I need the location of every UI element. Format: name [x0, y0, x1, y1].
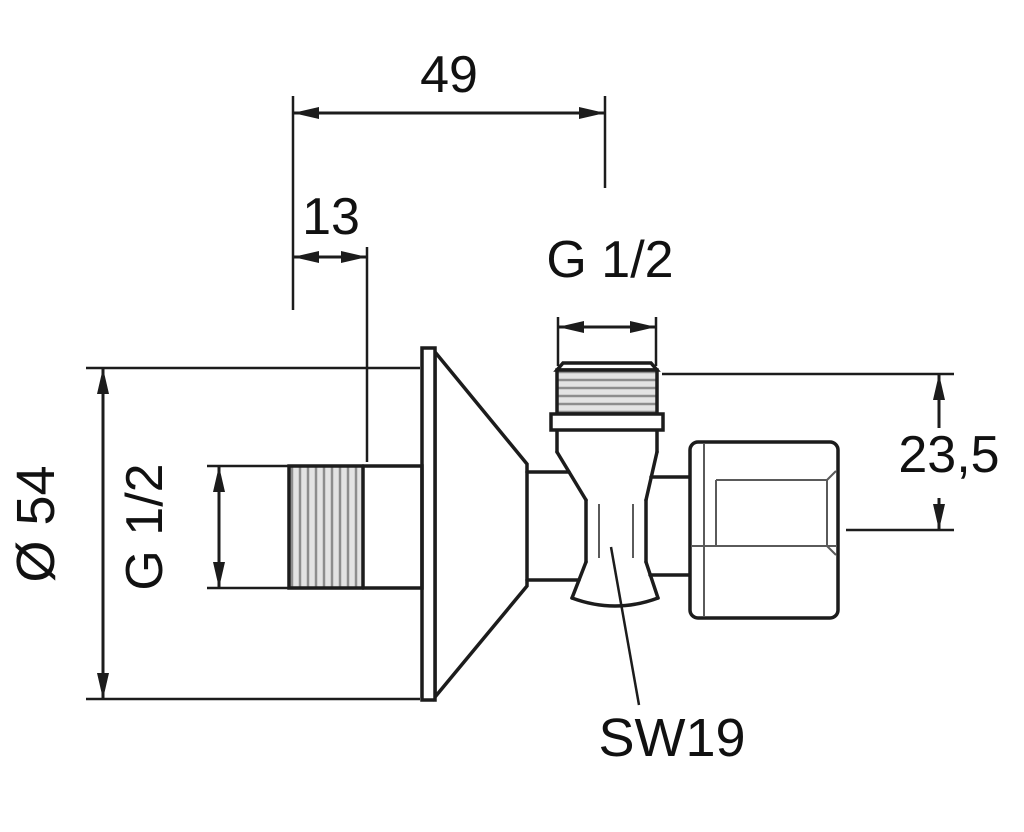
flange-plate [420, 346, 437, 702]
dim-label-top-thread: G 1/2 [546, 231, 673, 289]
handle [688, 440, 840, 620]
arrowhead [579, 107, 605, 119]
handle-outline [688, 440, 840, 620]
top-collar [549, 412, 665, 432]
dimension-13: 13 [293, 188, 369, 462]
dimension-49: 49 [291, 46, 607, 310]
arrowhead [293, 251, 319, 263]
handle-chamfer [826, 545, 837, 556]
wall-flange [420, 346, 529, 702]
dimension-inlet-thread: G 1/2 [116, 463, 288, 591]
valve-body [525, 428, 694, 610]
dim-label-13: 13 [302, 188, 360, 246]
valve-drawing [287, 346, 840, 702]
flange-cone [433, 347, 529, 702]
arrowhead [213, 562, 225, 588]
inlet-pipe-outline [287, 464, 424, 590]
body-fill [557, 430, 658, 610]
arrowhead [97, 673, 109, 699]
arrowhead [293, 107, 319, 119]
dim-label-flange-diameter: Ø 54 [6, 465, 66, 582]
inlet-pipe [287, 464, 424, 590]
top-thread-shading [557, 370, 657, 414]
arrowhead [213, 466, 225, 492]
arrowhead [97, 368, 109, 394]
arrowhead [933, 374, 945, 400]
label-wrench-size-sw19: SW19 [598, 708, 745, 768]
callout-sw19: SW19 [598, 546, 746, 768]
top-outlet [549, 361, 665, 432]
arrowhead [558, 321, 584, 333]
dim-label-inlet-thread: G 1/2 [116, 463, 174, 590]
dimension-top-thread: G 1/2 [546, 231, 674, 366]
dimension-flange-diameter: Ø 54 [6, 366, 420, 701]
inlet-thread-shading [289, 466, 363, 588]
arrowhead [341, 251, 367, 263]
dimension-23-5: 23,5 [662, 372, 1000, 532]
handle-chamfer [826, 470, 837, 481]
arrowhead [933, 504, 945, 530]
body-bottom-curve [570, 596, 660, 608]
dim-label-49: 49 [420, 46, 478, 104]
sw19-leader-line [609, 546, 641, 706]
dim-label-23-5: 23,5 [898, 426, 999, 484]
arrowhead [630, 321, 656, 333]
